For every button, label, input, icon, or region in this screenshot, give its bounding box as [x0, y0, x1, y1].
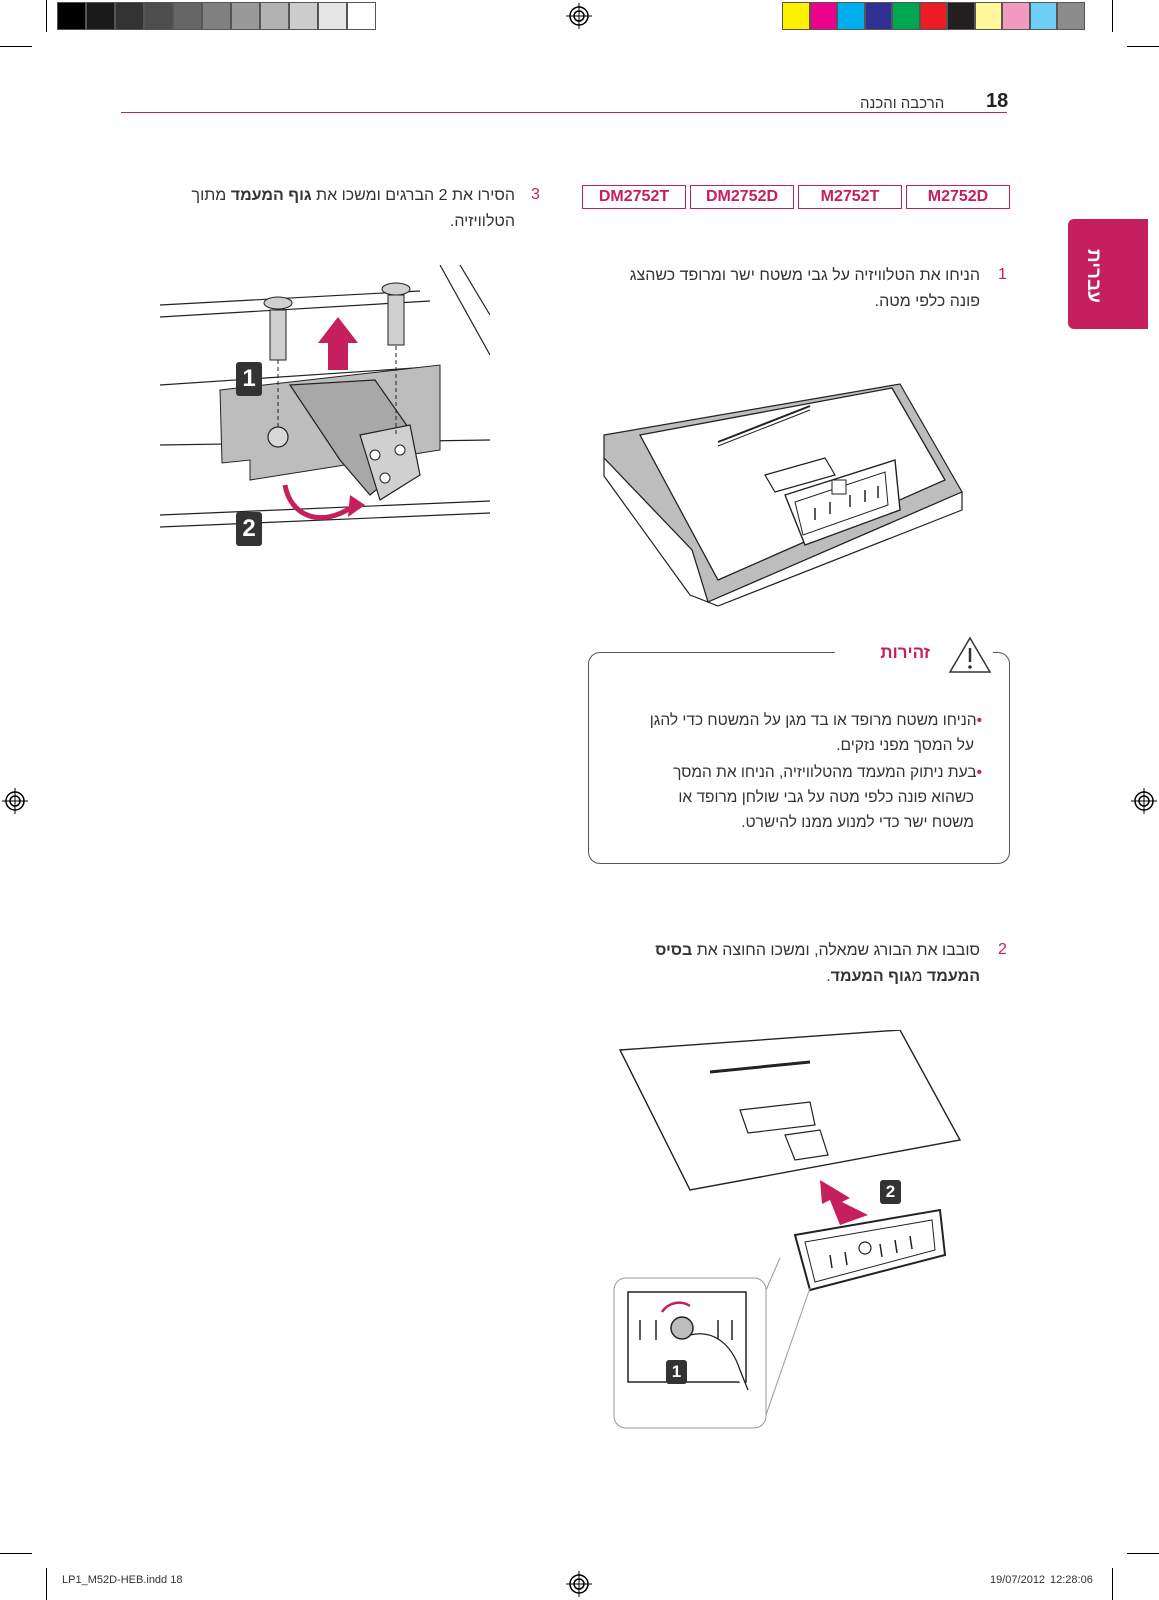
- step-line: פונה כלפי מטה.: [874, 293, 980, 310]
- warning-item: כשהוא פונה כלפי מטה על גבי שולחן מרופד א…: [678, 789, 974, 806]
- step-number: 1: [998, 266, 1007, 283]
- color-swatch: [809, 2, 837, 30]
- footer-time: 12:28:06: [1050, 1574, 1093, 1586]
- color-swatch: [144, 2, 173, 30]
- step-number: 3: [531, 186, 540, 203]
- model-badge: M2752D: [906, 185, 1010, 209]
- page-number: 18: [986, 90, 1009, 112]
- color-swatch: [115, 2, 144, 30]
- color-swatch: [86, 2, 115, 30]
- color-swatch: [231, 2, 260, 30]
- color-swatch: [947, 2, 975, 30]
- callout-badge: 1: [236, 362, 262, 396]
- monitor-face-down-illustration: [603, 383, 963, 607]
- crop-mark: [1127, 1553, 1159, 1554]
- color-swatch: [974, 2, 1002, 30]
- warning-item: משטח ישר כדי למנוע ממנו להישרט.: [741, 814, 974, 831]
- model-badge: DM2752D: [690, 185, 794, 209]
- color-swatch: [919, 2, 947, 30]
- color-swatch: [347, 2, 376, 30]
- model-badge: DM2752T: [582, 185, 686, 209]
- crop-mark: [46, 1568, 47, 1600]
- stand-body-removal-illustration: [160, 265, 490, 528]
- step-line: הטלוויזיה.: [449, 213, 515, 230]
- warning-item: על המסך מפני נזקים.: [836, 737, 974, 754]
- section-title: הרכבה והכנה: [860, 95, 945, 112]
- crop-mark: [0, 46, 32, 47]
- warning-box: [588, 652, 1010, 864]
- registration-mark-icon: [2, 788, 28, 814]
- color-swatch: [57, 2, 86, 30]
- callout-badge: 2: [880, 1180, 901, 1204]
- color-swatch: [864, 2, 892, 30]
- step-line: סובבו את הבורג שמאלה, ומשכו החוצה את בסי…: [655, 942, 980, 959]
- color-swatch: [1029, 2, 1057, 30]
- registration-mark-icon: [1131, 788, 1157, 814]
- model-badge: M2752T: [798, 185, 902, 209]
- color-swatch: [892, 2, 920, 30]
- language-tab: עברית: [1068, 219, 1148, 329]
- step-line: הסירו את 2 הברגים ומשכו את גוף המעמד מתו…: [191, 187, 515, 204]
- warning-title: זהירות: [880, 643, 930, 662]
- step-text: הסירו את 2 הברגים ומשכו את גוף המעמד מתו…: [100, 183, 515, 235]
- crop-mark: [0, 1553, 32, 1554]
- color-swatch: [202, 2, 231, 30]
- color-swatch: [318, 2, 347, 30]
- warning-triangle-icon: [948, 636, 992, 673]
- bullet: •: [976, 764, 982, 781]
- color-swatch: [173, 2, 202, 30]
- registration-mark-icon: [566, 1571, 592, 1597]
- color-swatch: [782, 2, 810, 30]
- color-swatch: [260, 2, 289, 30]
- header-divider: [121, 112, 1007, 113]
- warning-item: •הניחו משטח מרופד או בד מגן על המשטח כדי…: [649, 712, 982, 729]
- crop-mark: [1112, 1568, 1113, 1600]
- step-line: הניחו את הטלוויזיה על גבי משטח ישר ומרופ…: [629, 267, 980, 284]
- crop-mark: [1127, 46, 1159, 47]
- warning-item: •בעת ניתוק המעמד מהטלוויזיה, הניחו את המ…: [673, 764, 982, 781]
- footer-filename: LP1_M52D-HEB.indd 18: [62, 1574, 183, 1586]
- step-number: 2: [998, 941, 1007, 958]
- color-swatch: [1057, 2, 1085, 30]
- footer-date: 19/07/2012: [990, 1574, 1046, 1586]
- color-swatch: [289, 2, 318, 30]
- stand-base-removal-illustration: [613, 1030, 962, 1429]
- step-text: הניחו את הטלוויזיה על גבי משטח ישר ומרופ…: [580, 263, 980, 315]
- registration-mark-icon: [566, 3, 592, 29]
- step-line: המעמד מגוף המעמד.: [826, 968, 980, 985]
- callout-badge: 1: [666, 1360, 687, 1384]
- crop-mark: [46, 0, 47, 32]
- bullet: •: [976, 712, 982, 729]
- color-swatch: [1002, 2, 1030, 30]
- crop-mark: [1112, 0, 1113, 32]
- step-text: סובבו את הבורג שמאלה, ומשכו החוצה את בסי…: [560, 938, 980, 990]
- callout-badge: 2: [236, 512, 262, 546]
- color-swatch: [837, 2, 865, 30]
- language-tab-label: עברית: [1083, 249, 1104, 303]
